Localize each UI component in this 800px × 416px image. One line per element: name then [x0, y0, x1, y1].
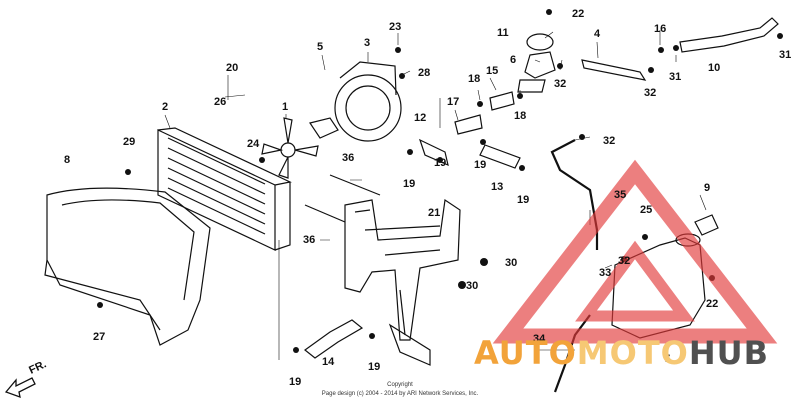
hose-14-drawing	[304, 319, 364, 359]
part-number-27: 27	[93, 331, 105, 343]
clamp-18-a	[477, 101, 483, 107]
part-number-6: 6	[510, 54, 516, 66]
part-number-19-f: 19	[368, 361, 380, 373]
copyright-title: Copyright	[387, 382, 413, 388]
part-number-28: 28	[418, 67, 430, 79]
part-number-1: 1	[282, 101, 288, 113]
part-number-21: 21	[428, 207, 440, 219]
part-number-32-d: 32	[618, 255, 630, 267]
part-number-15: 15	[486, 65, 498, 77]
part-number-36-a: 36	[342, 152, 354, 164]
part-number-8: 8	[64, 154, 70, 166]
clamp-19-c	[480, 139, 486, 145]
watermark-moto: MOTO	[576, 334, 689, 372]
hose-10-drawing	[679, 17, 779, 53]
clamp-31-a	[673, 45, 679, 51]
direction-label: FR.	[27, 358, 48, 376]
part-number-labels: 1 2 3 4 5 6 7 8 9 10 11 12 13 14 15 16 1…	[64, 8, 791, 388]
part-number-30-a: 30	[505, 257, 517, 269]
fitting-16	[658, 47, 664, 53]
part-number-33: 33	[599, 267, 611, 279]
watermark-brand: AUTOMOTOHUB	[474, 334, 769, 372]
copyright-text: Page design (c) 2004 - 2014 by ARI Netwo…	[321, 391, 479, 397]
bolt-29	[125, 169, 131, 175]
fan-part-drawing	[261, 117, 319, 179]
part-number-32-b: 32	[644, 87, 656, 99]
part-number-36-b: 36	[303, 234, 315, 246]
part-number-3: 3	[364, 37, 370, 49]
part-number-11: 11	[497, 27, 509, 39]
part-number-31-a: 31	[669, 71, 681, 83]
hose-12-drawing	[418, 138, 449, 167]
part-number-9: 9	[704, 182, 710, 194]
clamp-18-b	[517, 93, 523, 99]
part-number-19-c: 19	[474, 159, 486, 171]
clamp-19-e	[293, 347, 299, 353]
part-number-17: 17	[447, 96, 459, 108]
clamp-31-b	[777, 33, 783, 39]
clamp-32-c	[579, 134, 585, 140]
hose-17-drawing	[454, 114, 483, 135]
part-number-19-e: 19	[289, 376, 301, 388]
shroud-part-drawing	[44, 187, 211, 346]
clamp-19-b	[437, 157, 443, 163]
bolt-36-upper	[329, 174, 381, 196]
hose-13-drawing	[479, 144, 521, 169]
part-number-26: 26	[214, 96, 226, 108]
part-number-30-b: 30	[466, 280, 478, 292]
bolt-22-top	[546, 9, 552, 15]
part-number-25: 25	[640, 204, 652, 216]
clamp-19-a	[407, 149, 413, 155]
hose-4-drawing	[581, 59, 647, 81]
clamp-19-f	[369, 333, 375, 339]
watermark-hub: HUB	[688, 334, 770, 372]
part-number-20: 20	[226, 62, 238, 74]
part-number-16: 16	[654, 23, 666, 35]
part-number-18-a: 18	[468, 73, 480, 85]
clip-25	[642, 234, 648, 240]
part-number-22-b: 22	[706, 298, 718, 310]
part-number-13: 13	[491, 181, 503, 193]
part-number-32-a: 32	[554, 78, 566, 90]
part-number-7: 7	[664, 353, 670, 365]
part-number-29: 29	[123, 136, 135, 148]
part-number-34: 34	[533, 333, 546, 345]
part-number-22-a: 22	[572, 8, 584, 20]
radiator-part-drawing	[157, 127, 292, 251]
clamp-32-b	[648, 67, 654, 73]
part-number-14: 14	[322, 356, 335, 368]
part-number-5: 5	[317, 41, 323, 53]
part-number-19-d: 19	[517, 194, 529, 206]
nut-30-lower	[458, 281, 466, 289]
part-number-24: 24	[247, 138, 260, 150]
watermark-triangle	[492, 159, 778, 344]
part-number-35: 35	[614, 189, 626, 201]
fan-shroud-part-drawing	[309, 61, 402, 142]
part-number-12: 12	[414, 112, 426, 124]
nut-30-upper	[480, 258, 488, 266]
hose-15-drawing	[489, 91, 515, 111]
overflow-pipe-drawing	[550, 139, 599, 250]
part-number-2: 2	[162, 101, 168, 113]
bolt-36-lower	[304, 204, 346, 223]
clamp-19-d	[519, 165, 525, 171]
part-number-32-c: 32	[603, 135, 615, 147]
watermark-auto: AUTO	[474, 334, 577, 372]
part-number-4: 4	[594, 28, 601, 40]
clamp-32-a	[557, 63, 563, 69]
sensor-28	[399, 73, 405, 79]
part-number-19-a: 19	[403, 178, 415, 190]
bolt-27	[97, 302, 103, 308]
thermostat-housing-drawing	[517, 33, 556, 93]
washer-24	[259, 157, 265, 163]
part-number-10: 10	[708, 62, 720, 74]
part-number-18-b: 18	[514, 110, 526, 122]
part-number-19-b: 19	[434, 157, 446, 169]
bracket-part-drawing	[344, 198, 461, 366]
part-number-31-b: 31	[779, 49, 791, 61]
sensor-23	[395, 47, 401, 53]
part-number-23: 23	[389, 21, 401, 33]
